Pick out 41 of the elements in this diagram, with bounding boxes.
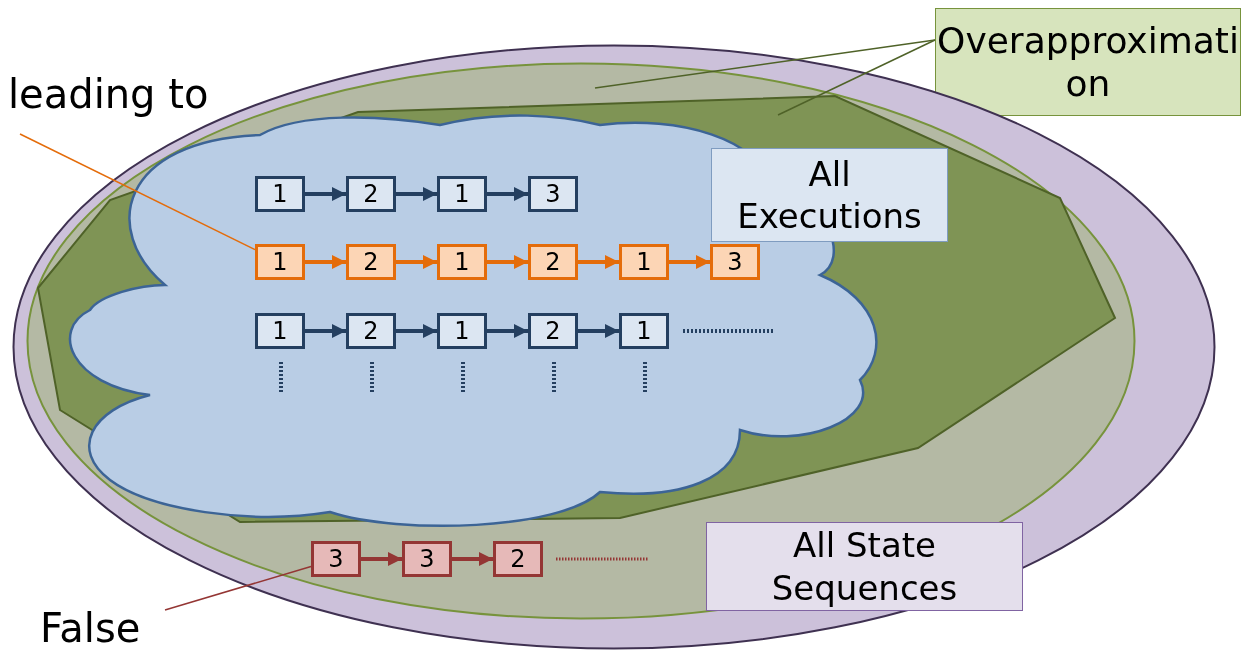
state-box: 2 <box>346 313 396 349</box>
leader-line <box>594 39 936 89</box>
state-box: 1 <box>437 313 487 349</box>
arrow <box>487 324 528 338</box>
arrow <box>396 255 437 269</box>
state-box: 1 <box>255 313 305 349</box>
set-label-box: All Executions <box>711 148 948 242</box>
callout-box: Overapproximation <box>935 8 1241 116</box>
state-box: 2 <box>528 244 578 280</box>
state-box: 3 <box>710 244 760 280</box>
state-box: 1 <box>437 176 487 212</box>
arrow <box>452 552 493 566</box>
arrow <box>396 324 437 338</box>
state-box: 2 <box>528 313 578 349</box>
state-box: 1 <box>437 244 487 280</box>
arrow <box>305 255 346 269</box>
leader-line <box>19 133 256 251</box>
arrow <box>361 552 402 566</box>
state-box: 2 <box>346 244 396 280</box>
arrow <box>487 187 528 201</box>
leader-line <box>164 565 312 611</box>
state-box: 2 <box>346 176 396 212</box>
arrow <box>305 324 346 338</box>
leader-line <box>777 39 936 116</box>
state-box: 1 <box>255 244 305 280</box>
arrow <box>487 255 528 269</box>
state-box: 1 <box>619 313 669 349</box>
callout-text: False <box>40 604 165 646</box>
state-box: 3 <box>402 541 452 577</box>
state-box: 2 <box>493 541 543 577</box>
state-box: 3 <box>528 176 578 212</box>
arrow <box>396 187 437 201</box>
set-label-box: All State Sequences <box>706 522 1023 611</box>
arrow <box>669 255 710 269</box>
state-box: 3 <box>311 541 361 577</box>
arrow <box>305 187 346 201</box>
state-box: 1 <box>255 176 305 212</box>
arrow <box>578 324 619 338</box>
arrow <box>578 255 619 269</box>
callout-text: leading to <box>8 70 238 134</box>
state-box: 1 <box>619 244 669 280</box>
